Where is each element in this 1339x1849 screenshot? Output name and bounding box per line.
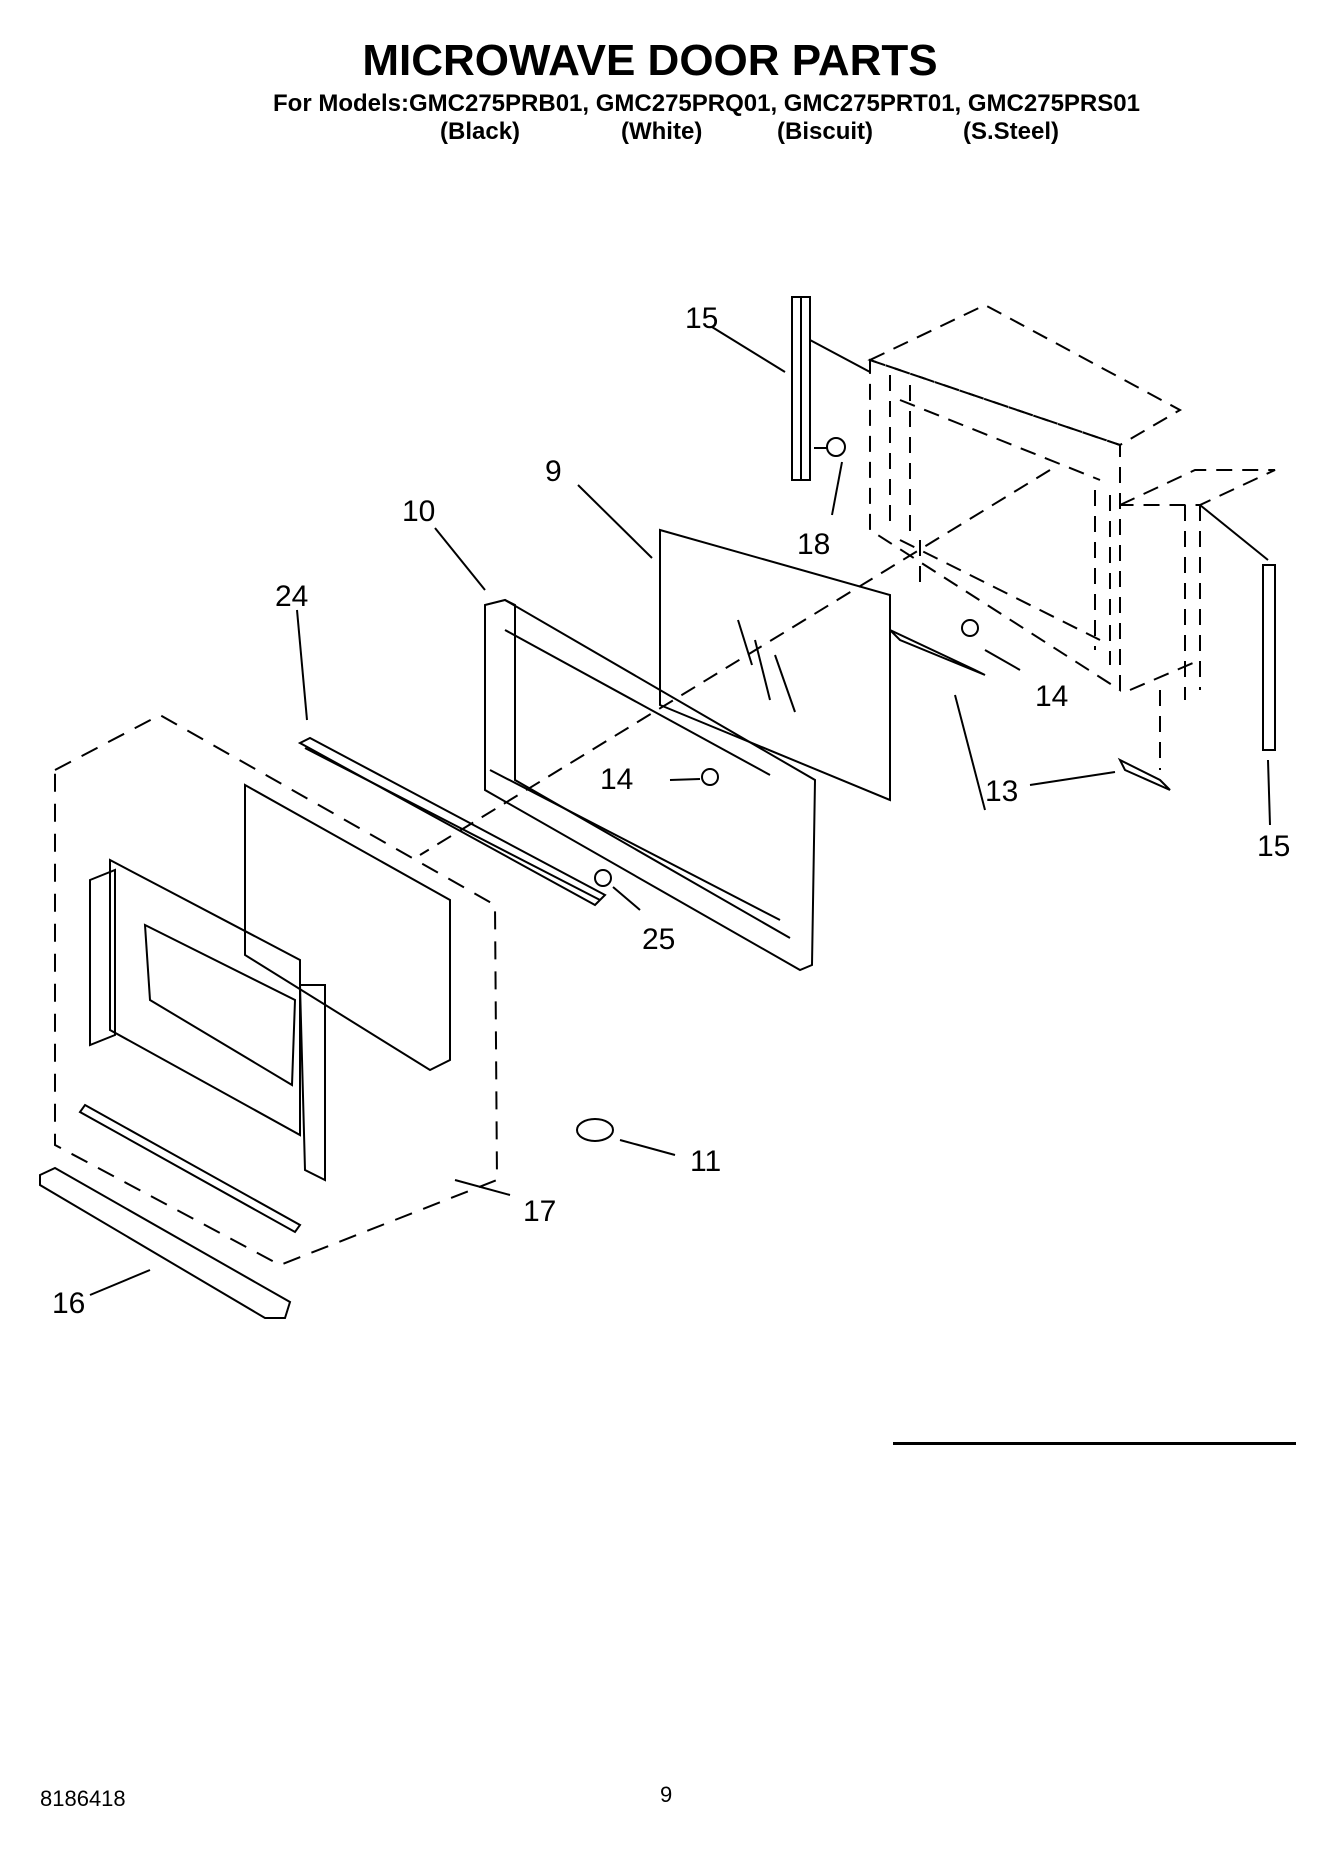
callout-15-bottom: 15 <box>1257 830 1291 863</box>
callout-14-right: 14 <box>1035 680 1069 713</box>
page-number: 9 <box>660 1782 673 1807</box>
alignment-lines <box>419 469 1161 856</box>
callout-16: 16 <box>52 1287 86 1320</box>
part-24-strip <box>297 736 607 907</box>
color-white: (White) <box>621 118 703 145</box>
models-line: For Models:GMC275PRB01, GMC275PRQ01, GMC… <box>273 90 1140 117</box>
leader-lines <box>89 326 1271 1296</box>
part-9-glass <box>659 528 891 802</box>
door-panel <box>78 783 451 1234</box>
color-ssteel: (S.Steel) <box>963 118 1060 145</box>
color-black: (Black) <box>440 118 521 145</box>
part-15-top <box>791 296 871 481</box>
callout-15-top: 15 <box>685 302 719 335</box>
part-13-brackets <box>889 629 1171 791</box>
callout-11: 11 <box>690 1145 722 1178</box>
part-18-screw <box>814 437 846 457</box>
page-title: MICROWAVE DOOR PARTS <box>362 36 938 85</box>
part-16-handle <box>39 1166 292 1319</box>
callout-18: 18 <box>797 528 831 561</box>
callout-24: 24 <box>275 580 309 613</box>
part-10-frame <box>484 598 817 972</box>
callout-14-center: 14 <box>600 763 634 796</box>
part-17-boundary <box>54 713 499 1267</box>
part-11-grommet <box>576 1118 614 1142</box>
color-biscuit: (Biscuit) <box>777 118 873 145</box>
callout-13: 13 <box>985 775 1019 808</box>
callout-17: 17 <box>523 1195 557 1228</box>
screws <box>594 619 979 887</box>
part-15-bottom <box>1199 504 1276 751</box>
callout-9: 9 <box>545 455 562 488</box>
divider-rule <box>893 1442 1296 1445</box>
cabinet-frame <box>867 303 1276 700</box>
doc-number: 8186418 <box>40 1786 126 1811</box>
callout-25: 25 <box>642 923 676 956</box>
callout-10: 10 <box>402 495 436 528</box>
